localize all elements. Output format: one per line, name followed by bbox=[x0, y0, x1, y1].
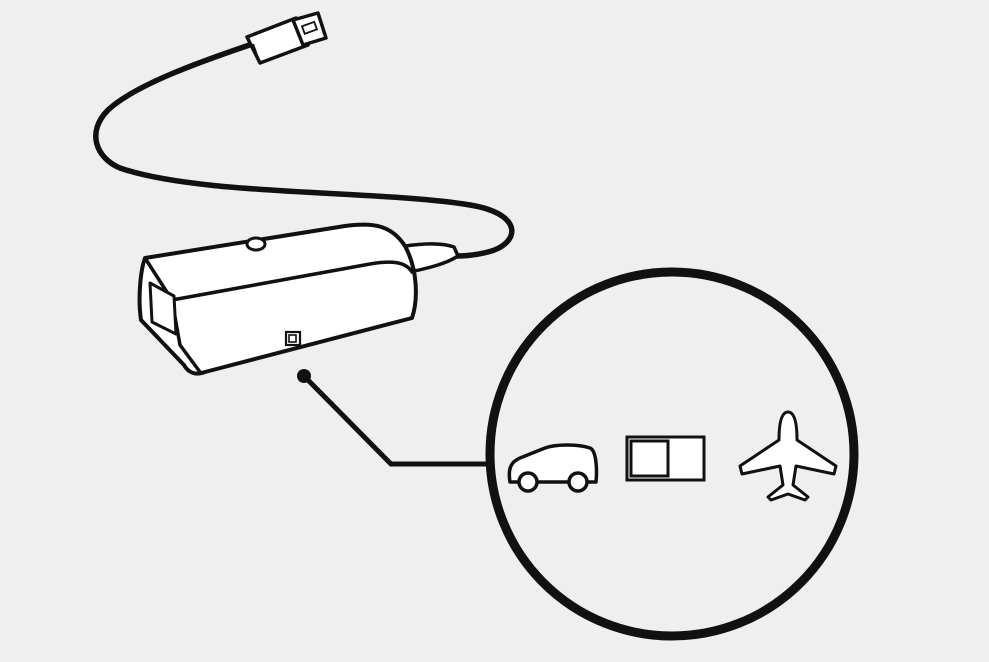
usb-plug bbox=[245, 11, 328, 65]
toggle-switch bbox=[625, 435, 706, 482]
car-icon bbox=[507, 443, 599, 493]
airplane-icon bbox=[738, 410, 838, 502]
cable bbox=[93, 39, 515, 259]
usb-adapter bbox=[137, 222, 460, 376]
callout-leader bbox=[297, 369, 492, 467]
